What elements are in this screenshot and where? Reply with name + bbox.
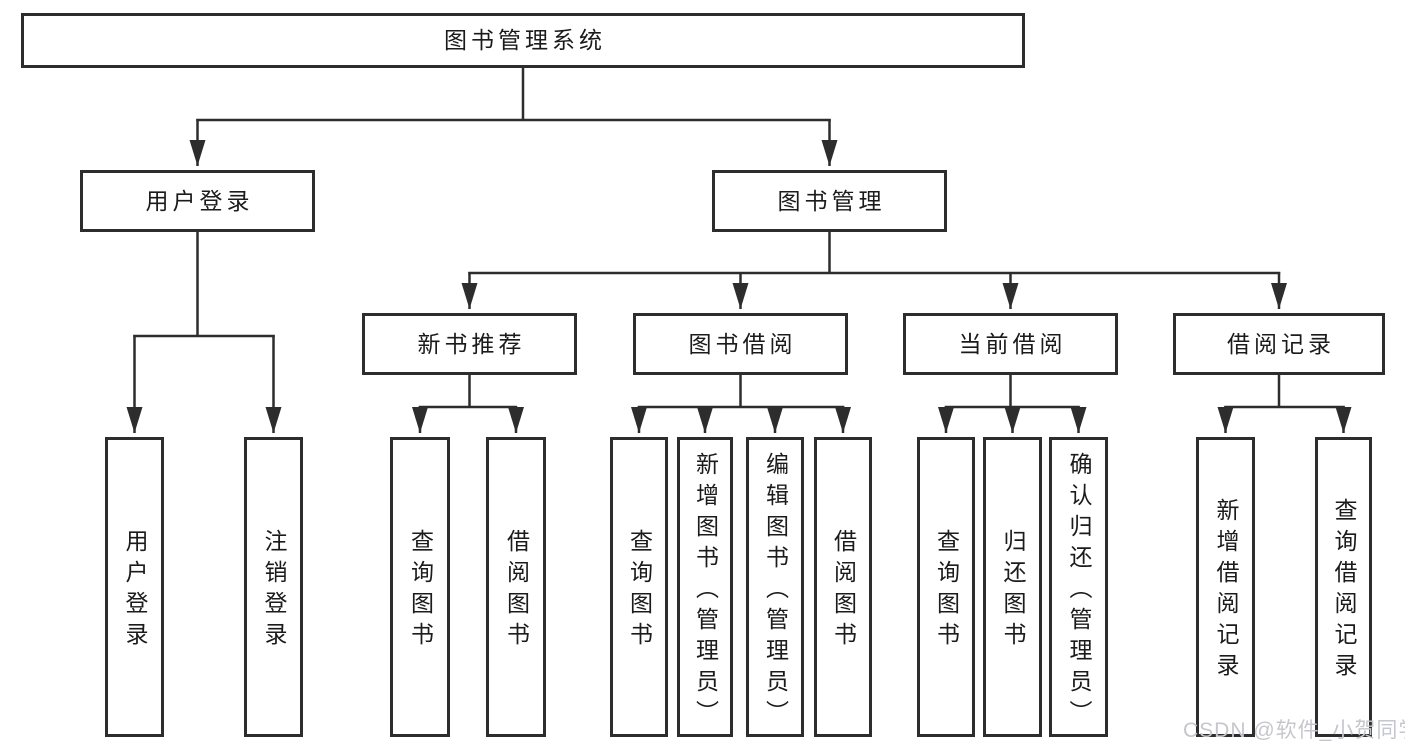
leaf-current-confirm-return-admin: 确认归还（管理员） [1049, 437, 1108, 737]
csdn-watermark: CSDN @软件_小贺同学 [1183, 719, 1405, 742]
node-current-borrowing: 当前借阅 [903, 313, 1118, 375]
node-book-management-branch: 图书管理 [712, 170, 947, 232]
node-book-borrowing: 图书借阅 [633, 313, 848, 375]
leaf-rec-query-books: 查询图书 [390, 437, 450, 737]
leaf-records-query-record: 查询借阅记录 [1315, 437, 1372, 737]
leaf-borrow-edit-books-admin: 编辑图书（管理员） [746, 437, 804, 737]
node-new-book-recommendation: 新书推荐 [362, 313, 577, 375]
node-library-management-system: 图书管理系统 [21, 13, 1025, 68]
leaf-rec-borrow-books: 借阅图书 [486, 437, 546, 737]
leaf-current-return-books: 归还图书 [983, 437, 1042, 737]
leaf-borrow-borrow-books: 借阅图书 [814, 437, 872, 737]
leaf-borrow-add-books-admin: 新增图书（管理员） [677, 437, 733, 737]
leaf-current-query-books: 查询图书 [917, 437, 975, 737]
leaf-user-login: 用户登录 [105, 437, 164, 737]
leaf-records-add-record: 新增借阅记录 [1196, 437, 1255, 737]
node-borrowing-records: 借阅记录 [1173, 313, 1385, 375]
leaf-borrow-query-books: 查询图书 [610, 437, 668, 737]
leaf-logout: 注销登录 [244, 437, 303, 737]
node-user-login-branch: 用户登录 [80, 170, 315, 232]
